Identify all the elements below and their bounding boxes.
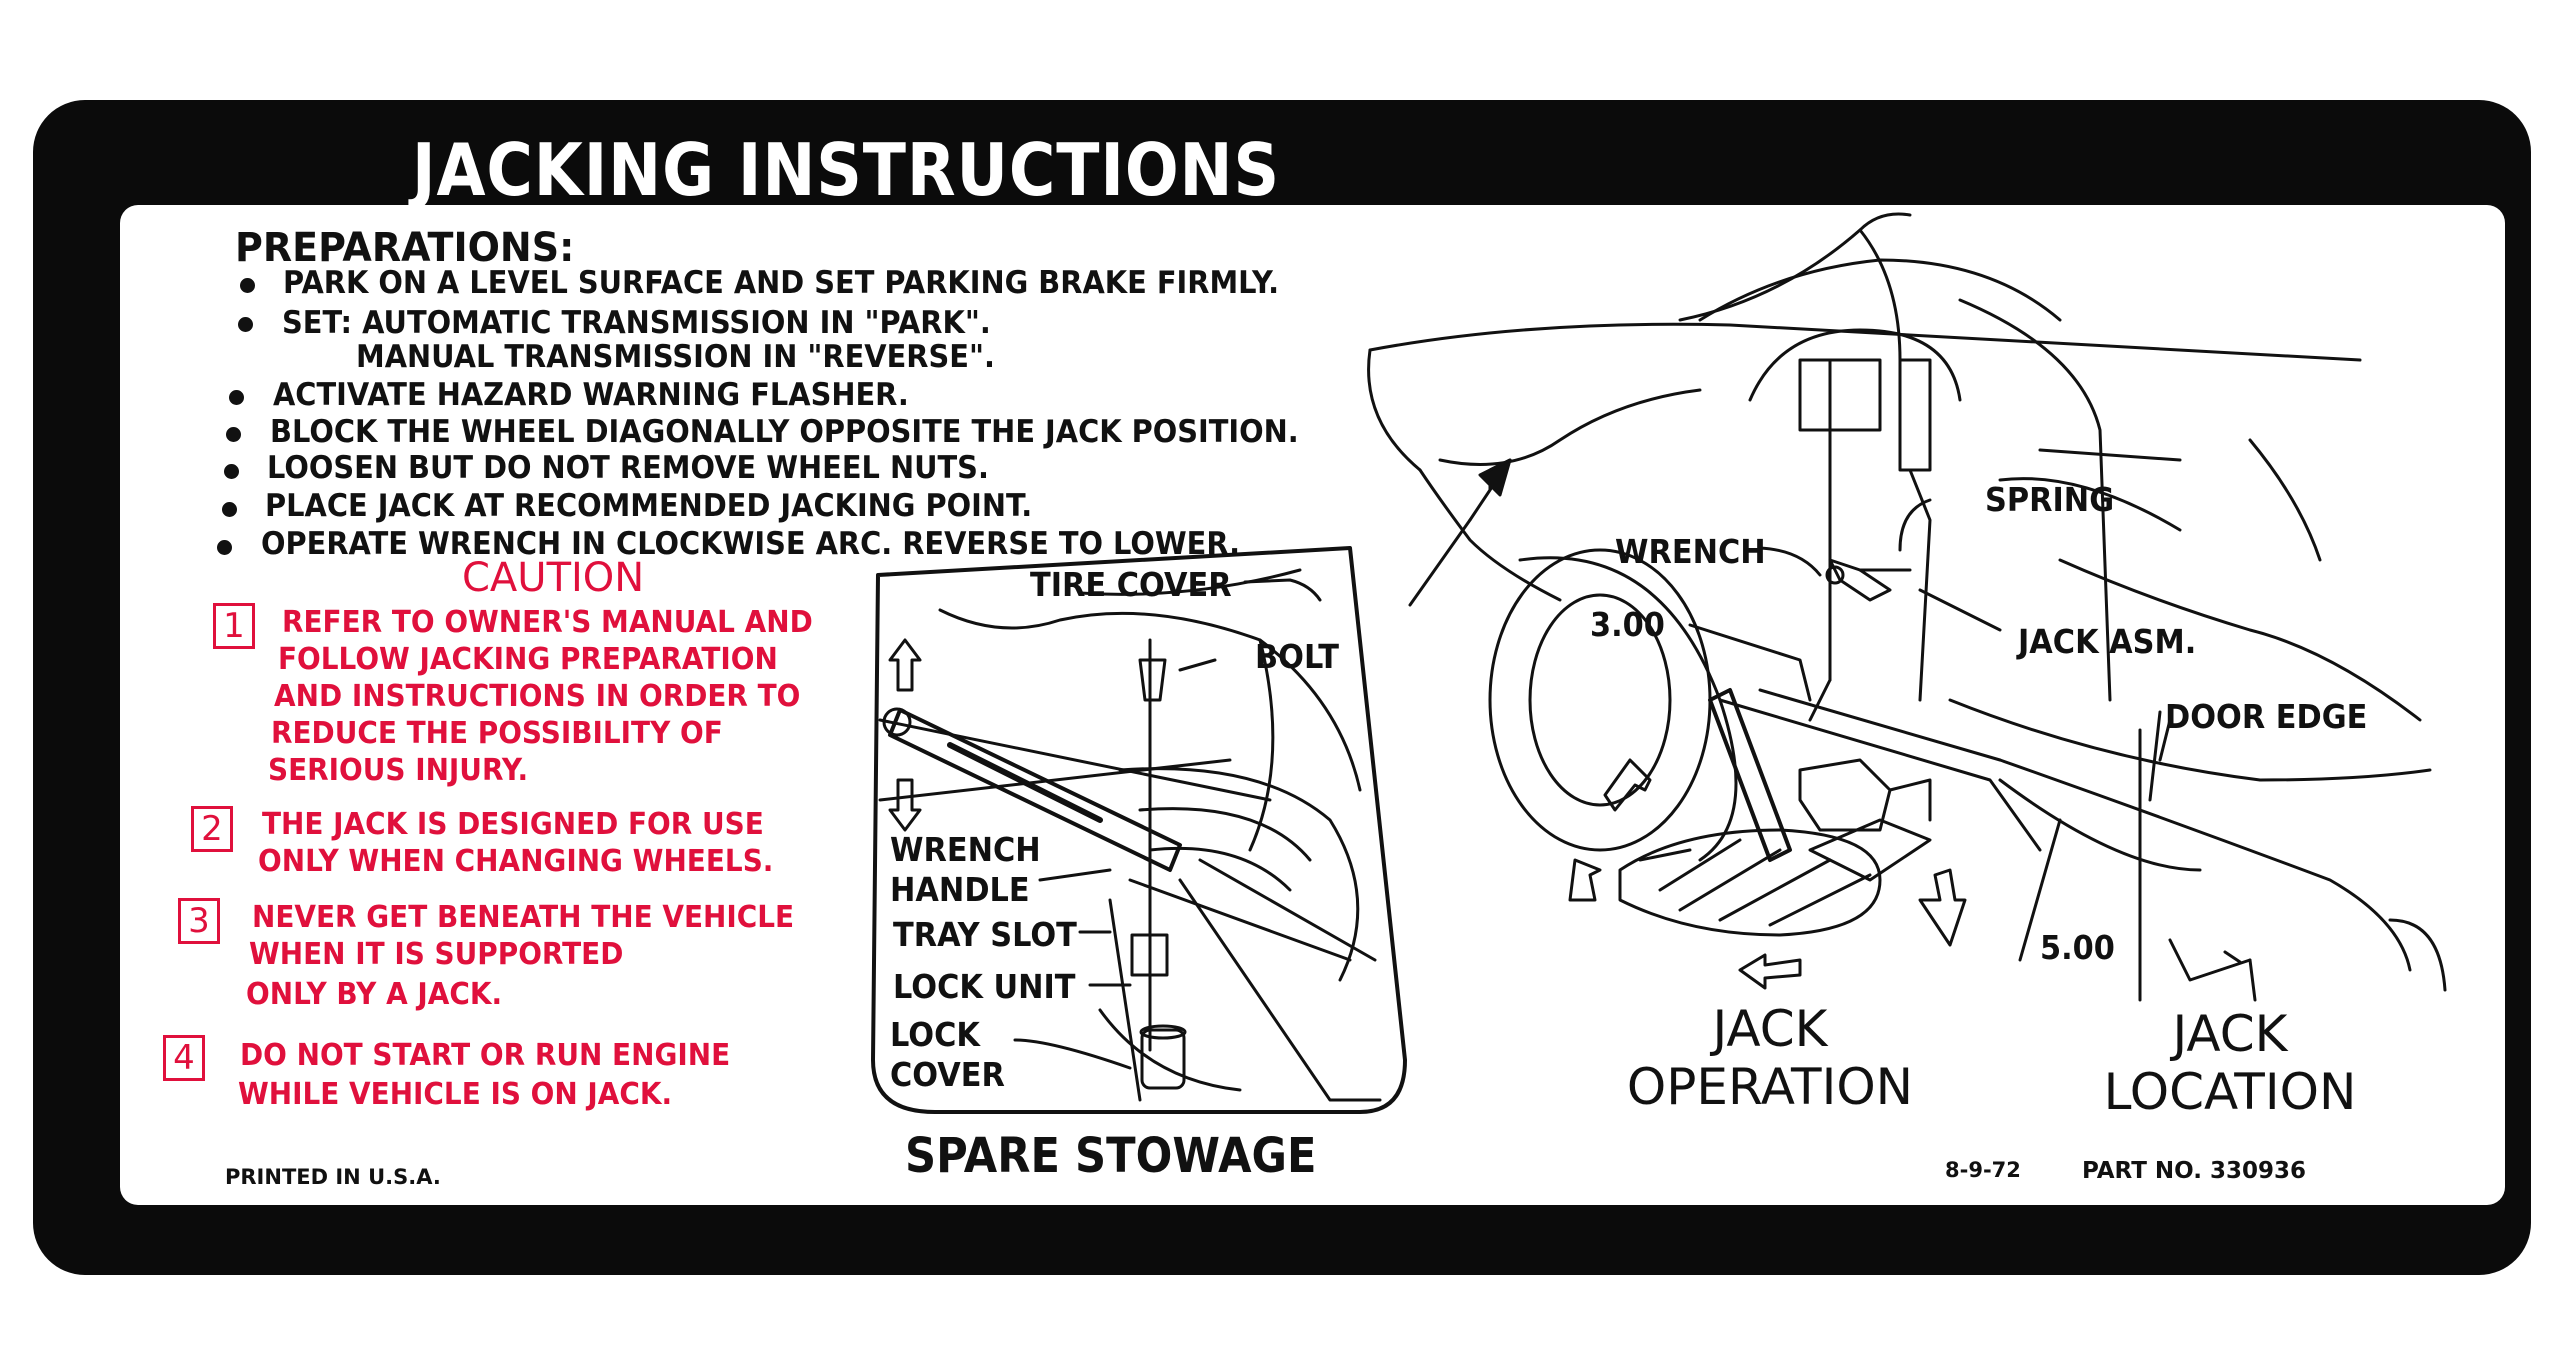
bullet-icon bbox=[240, 278, 255, 293]
lock-cover-label: LOCK bbox=[890, 1015, 980, 1054]
prep-line: OPERATE WRENCH IN CLOCKWISE ARC. REVERSE… bbox=[261, 526, 1241, 562]
jack-operation-caption: JACK OPERATION bbox=[1620, 1000, 1920, 1116]
caution-text: REDUCE THE POSSIBILITY OF bbox=[271, 716, 723, 751]
caution-number-badge: 4 bbox=[163, 1035, 205, 1081]
spare-stowage-drawing bbox=[871, 546, 1407, 1114]
printed-in-usa: PRINTED IN U.S.A. bbox=[225, 1165, 441, 1189]
lock-cover-label: COVER bbox=[890, 1055, 1005, 1094]
decal-title: JACKING INSTRUCTIONS bbox=[412, 128, 1280, 212]
caution-number-badge: 2 bbox=[191, 806, 233, 852]
bullet-icon bbox=[222, 502, 237, 517]
caution-text: DO NOT START OR RUN ENGINE bbox=[240, 1038, 731, 1073]
bullet-icon bbox=[217, 540, 232, 555]
jack-location-line: JACK bbox=[2172, 1005, 2288, 1063]
caution-text: REFER TO OWNER'S MANUAL AND bbox=[282, 605, 813, 640]
bullet-icon bbox=[229, 390, 244, 405]
prep-line: MANUAL TRANSMISSION IN "REVERSE". bbox=[356, 339, 995, 375]
prep-line: LOOSEN BUT DO NOT REMOVE WHEEL NUTS. bbox=[267, 450, 989, 486]
prep-line: SET: AUTOMATIC TRANSMISSION IN "PARK". bbox=[282, 305, 991, 341]
prep-line: PARK ON A LEVEL SURFACE AND SET PARKING … bbox=[283, 265, 1280, 301]
jack-operation-line: OPERATION bbox=[1626, 1058, 1914, 1116]
caution-text: ONLY BY A JACK. bbox=[246, 977, 503, 1012]
jack-operation-drawing bbox=[1568, 688, 1967, 990]
part-number: PART NO. 330936 bbox=[2082, 1158, 2306, 1184]
wrench-handle-label: HANDLE bbox=[890, 870, 1030, 909]
caution-text: NEVER GET BENEATH THE VEHICLE bbox=[252, 900, 795, 935]
caution-text: FOLLOW JACKING PREPARATION bbox=[278, 642, 778, 677]
caution-number-badge: 3 bbox=[178, 898, 220, 944]
caution-text: AND INSTRUCTIONS IN ORDER TO bbox=[274, 679, 801, 714]
caution-text: WHEN IT IS SUPPORTED bbox=[249, 937, 624, 972]
dimension-500-label: 5.00 bbox=[2040, 928, 2115, 967]
bullet-icon bbox=[238, 317, 253, 332]
bullet-icon bbox=[224, 464, 239, 479]
wrench-handle-label: WRENCH bbox=[890, 830, 1041, 869]
jack-location-line: LOCATION bbox=[2103, 1063, 2357, 1121]
jack-operation-line: JACK bbox=[1712, 1000, 1828, 1058]
caution-text: WHILE VEHICLE IS ON JACK. bbox=[238, 1077, 673, 1112]
jack-location-caption: JACK LOCATION bbox=[2080, 1005, 2380, 1121]
jack-asm-label: JACK ASM. bbox=[2018, 622, 2197, 661]
print-date: 8-9-72 bbox=[1945, 1158, 2021, 1182]
dimension-300-label: 3.00 bbox=[1590, 605, 1665, 644]
tire-cover-label: TIRE COVER bbox=[1030, 565, 1232, 604]
spare-stowage-caption: SPARE STOWAGE bbox=[905, 1128, 1317, 1184]
spring-label: SPRING bbox=[1985, 480, 2115, 519]
lock-unit-label: LOCK UNIT bbox=[893, 967, 1076, 1006]
caution-text: THE JACK IS DESIGNED FOR USE bbox=[262, 807, 764, 842]
prep-line: ACTIVATE HAZARD WARNING FLASHER. bbox=[273, 377, 909, 413]
car-body-drawing bbox=[1367, 212, 2447, 1002]
bullet-icon bbox=[226, 427, 241, 442]
prep-line: BLOCK THE WHEEL DIAGONALLY OPPOSITE THE … bbox=[270, 414, 1299, 450]
prep-line: PLACE JACK AT RECOMMENDED JACKING POINT. bbox=[265, 488, 1033, 524]
caution-heading: CAUTION bbox=[462, 555, 645, 601]
decal-panel bbox=[120, 205, 2505, 1205]
wrench-label: WRENCH bbox=[1615, 532, 1766, 571]
caution-text: SERIOUS INJURY. bbox=[268, 753, 529, 788]
caution-text: ONLY WHEN CHANGING WHEELS. bbox=[258, 844, 774, 879]
tray-slot-label: TRAY SLOT bbox=[893, 915, 1077, 954]
bolt-label: BOLT bbox=[1255, 637, 1339, 676]
caution-number-badge: 1 bbox=[213, 603, 255, 649]
preparations-heading: PREPARATIONS: bbox=[235, 225, 575, 271]
door-edge-label: DOOR EDGE bbox=[2165, 697, 2368, 736]
